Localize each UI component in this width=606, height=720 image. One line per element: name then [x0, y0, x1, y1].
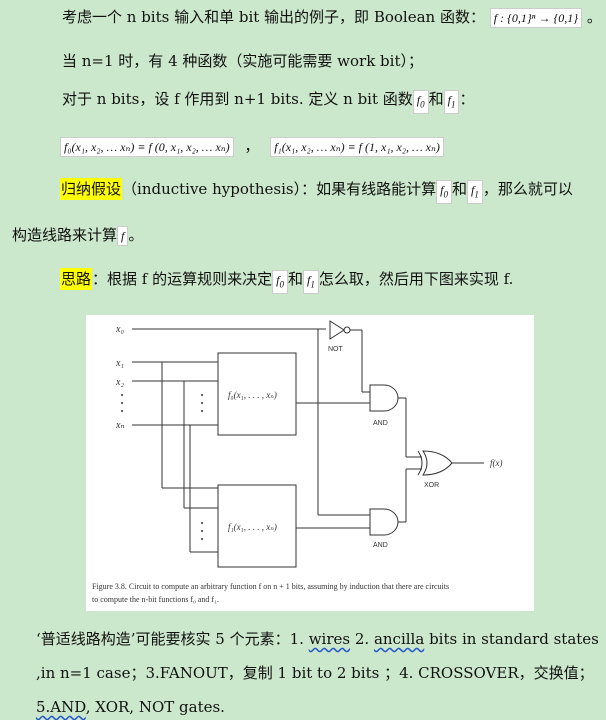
construct-text: 构造线路来计算 [12, 226, 118, 244]
xor-label: XOR [424, 482, 439, 489]
and-gate-top [369, 384, 399, 412]
universality-post: bits in standard states [424, 630, 599, 648]
universality-text: ‘普适线路构造’可能要核实 5 个元素：1. [36, 630, 309, 648]
f0-box [217, 352, 297, 436]
n1-case-text: 当 n=1 时，有 4 种函数（实施可能需要 work bit）； [62, 52, 423, 70]
ellipsis-dot [201, 538, 203, 540]
equation-separator: ， [244, 137, 260, 155]
hypothesis-highlight: 归纳假设 [60, 178, 123, 200]
f0-symbol: f0 [272, 270, 288, 295]
intro-line: 考虑一个 n bits 输入和单 bit 输出的例子，即 Boolean 函数：… [62, 6, 602, 28]
f1-symbol: f1 [466, 180, 483, 205]
and-gate-bottom [369, 508, 399, 536]
caption-line-1: Figure 3.8. Circuit to compute an arbitr… [92, 582, 449, 591]
definition-and: 和 [428, 90, 444, 108]
f1-box-label: f₁(x₁, . . . , xₙ) [228, 522, 277, 532]
f1-symbol: f1 [302, 270, 319, 295]
universality-line: ‘普适线路构造’可能要核实 5 个元素：1. wires 2. ancilla … [36, 628, 599, 650]
label-x1: x₁ [115, 358, 124, 369]
not-label: NOT [328, 346, 344, 353]
gates-line: 5.AND, XOR, NOT gates. [36, 696, 225, 718]
circuit-diagram: x₀ x₁ x₂ xₙ [92, 320, 503, 604]
hypothesis-text: （inductive hypothesis）：如果有线路能计算 [122, 180, 437, 198]
ellipsis-dot [121, 410, 123, 412]
caption-line-2: to compute the n-bit functions f₀ and f₁… [92, 595, 219, 604]
circuit-figure: x₀ x₁ x₂ xₙ [86, 315, 534, 611]
f-symbol: f [117, 226, 129, 246]
intro-text: 考虑一个 n bits 输入和单 bit 输出的例子，即 Boolean 函数： [62, 8, 485, 26]
f0-symbol: f0 [412, 90, 429, 115]
ellipsis-dot [121, 402, 123, 404]
xor-gate [422, 450, 453, 476]
definition-equations: f₀(x₁, x₂, … xₙ) ≡ f (0, x₁, x₂, … xₙ) ，… [60, 135, 444, 157]
and-top-label: AND [373, 420, 388, 427]
f0-equation: f₀(x₁, x₂, … xₙ) ≡ f (0, x₁, x₂, … xₙ) [60, 137, 234, 157]
xor-gate-back [417, 450, 423, 476]
f1-box [217, 484, 297, 568]
ellipsis-dot [201, 410, 203, 412]
and-bottom-label: AND [373, 542, 388, 549]
output-label: f(x) [490, 458, 503, 468]
definition-text: 对于 n bits，设 f 作用到 n+1 bits. 定义 n bit 函数 [62, 90, 413, 108]
and-word: 5.AND [36, 698, 86, 716]
idea-highlight: 思路 [60, 268, 93, 290]
ellipsis-dot [201, 402, 203, 404]
boolean-function-formula: f : {0,1}ⁿ → {0,1} [489, 8, 583, 28]
idea-text-1: ：根据 f 的运算规则来决定 [92, 270, 273, 288]
gates-text: , XOR, NOT gates. [85, 698, 225, 716]
ellipsis-dot [201, 530, 203, 532]
label-x0: x₀ [115, 324, 124, 335]
construct-end: 。 [128, 226, 144, 244]
label-xn: xₙ [115, 420, 125, 431]
definition-end: ： [459, 90, 475, 108]
elements-text: ,in n=1 case；3.FANOUT，复制 1 bit to 2 bits… [36, 664, 594, 682]
f0-symbol: f0 [436, 180, 452, 205]
f1-symbol: f1 [443, 90, 460, 115]
not-gate [329, 320, 345, 340]
elements-line: ,in n=1 case；3.FANOUT，复制 1 bit to 2 bits… [36, 662, 594, 684]
hypothesis-end: ，那么就可以 [482, 180, 573, 198]
n1-case-line: 当 n=1 时，有 4 种函数（实施可能需要 work bit）； [62, 50, 423, 72]
idea-and: 和 [287, 270, 303, 288]
hypothesis-and: 和 [451, 180, 467, 198]
intro-end: 。 [586, 8, 602, 26]
idea-end: 怎么取，然后用下图来实现 f. [318, 270, 514, 288]
f1-equation: f₁(x₁, x₂, … xₙ) ≡ f (1, x₁, x₂, … xₙ) [270, 137, 444, 157]
label-x2: x₂ [115, 377, 124, 388]
f0-box-label: f₀(x₁, . . . , xₙ) [228, 390, 277, 400]
ellipsis-dot [121, 394, 123, 396]
ellipsis-dot [201, 522, 203, 524]
wires-word: wires [308, 630, 351, 648]
ancilla-word: ancilla [373, 630, 425, 648]
universality-mid: 2. [350, 630, 374, 648]
ellipsis-dot [201, 394, 203, 396]
